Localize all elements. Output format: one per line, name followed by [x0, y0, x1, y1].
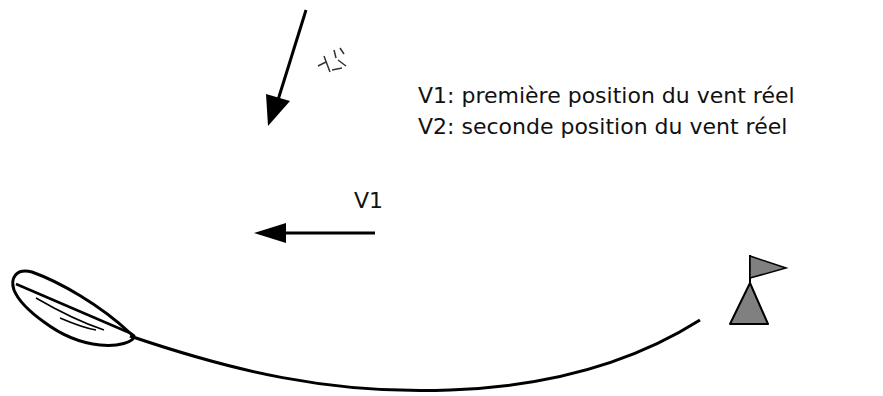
legend-note: V2: seconde position du vent réel [418, 114, 787, 140]
scribble [318, 48, 346, 72]
boat [13, 271, 134, 345]
trajectory [130, 320, 700, 391]
wind-label: V1 [354, 188, 383, 214]
legend-note: V1: première position du vent réel [418, 83, 795, 109]
buoy [730, 255, 786, 324]
wind-arrow [266, 10, 306, 126]
wind-arrow [254, 223, 375, 243]
